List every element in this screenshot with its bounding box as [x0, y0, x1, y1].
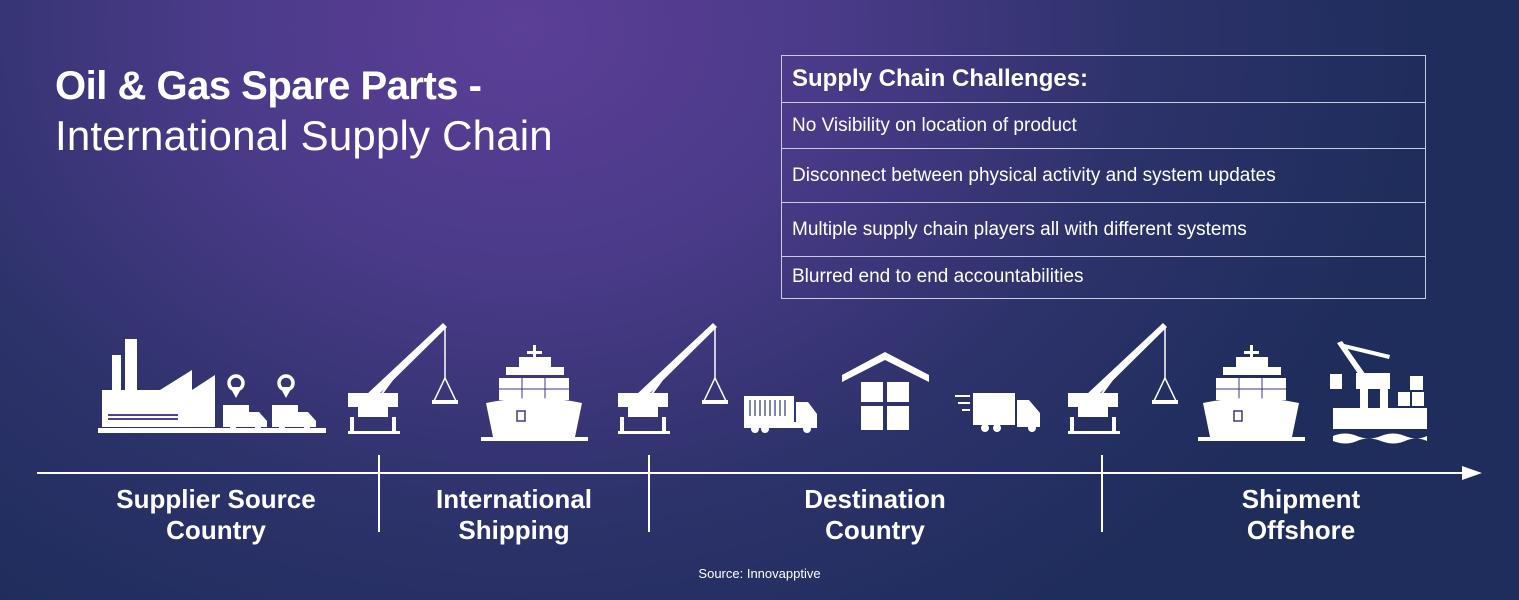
stage-label-line: Shipment	[1241, 484, 1361, 514]
stage-label-line: Supplier Source	[116, 484, 316, 514]
delivery-van-icon	[223, 405, 267, 431]
port-crane-icon	[347, 322, 459, 435]
container-truck-icon	[744, 396, 817, 433]
stage-label-line: Country	[825, 515, 925, 545]
challenges-heading: Supply Chain Challenges:	[782, 56, 1425, 103]
arrow-head-icon	[1462, 466, 1482, 480]
challenge-item: Multiple supply chain players all with d…	[782, 203, 1425, 257]
location-pin-icon	[227, 374, 245, 398]
offshore-platform-icon	[1330, 341, 1427, 444]
port-crane-icon	[617, 322, 729, 435]
location-pin-icon	[277, 374, 295, 398]
title-line-1: Oil & Gas Spare Parts -	[55, 64, 482, 108]
container-ship-icon	[1197, 344, 1306, 442]
stage-label-line: Shipping	[458, 515, 570, 545]
warehouse-icon	[842, 352, 929, 430]
stage-label-line: International	[435, 484, 592, 514]
source-credit: Source: Innovapptive	[698, 566, 821, 581]
challenge-item: No Visibility on location of product	[782, 103, 1425, 149]
challenge-item: Blurred end to end accountabilities	[792, 266, 1084, 287]
challenges-table: Supply Chain Challenges: No Visibility o…	[781, 55, 1426, 299]
title-line-2: International Supply Chain	[55, 112, 553, 159]
fast-delivery-truck-icon	[955, 393, 1040, 432]
stage-label-line: Destination	[804, 484, 946, 514]
page-title: Oil & Gas Spare Parts - International Su…	[55, 62, 553, 162]
delivery-van-icon	[272, 405, 316, 431]
stage-label-line: Country	[166, 515, 266, 545]
factory-icon	[98, 339, 326, 433]
stage-label-line: Offshore	[1246, 515, 1356, 545]
challenge-item: Disconnect between physical activity and…	[782, 149, 1425, 203]
container-ship-icon	[480, 344, 589, 442]
port-crane-icon	[1067, 322, 1179, 435]
